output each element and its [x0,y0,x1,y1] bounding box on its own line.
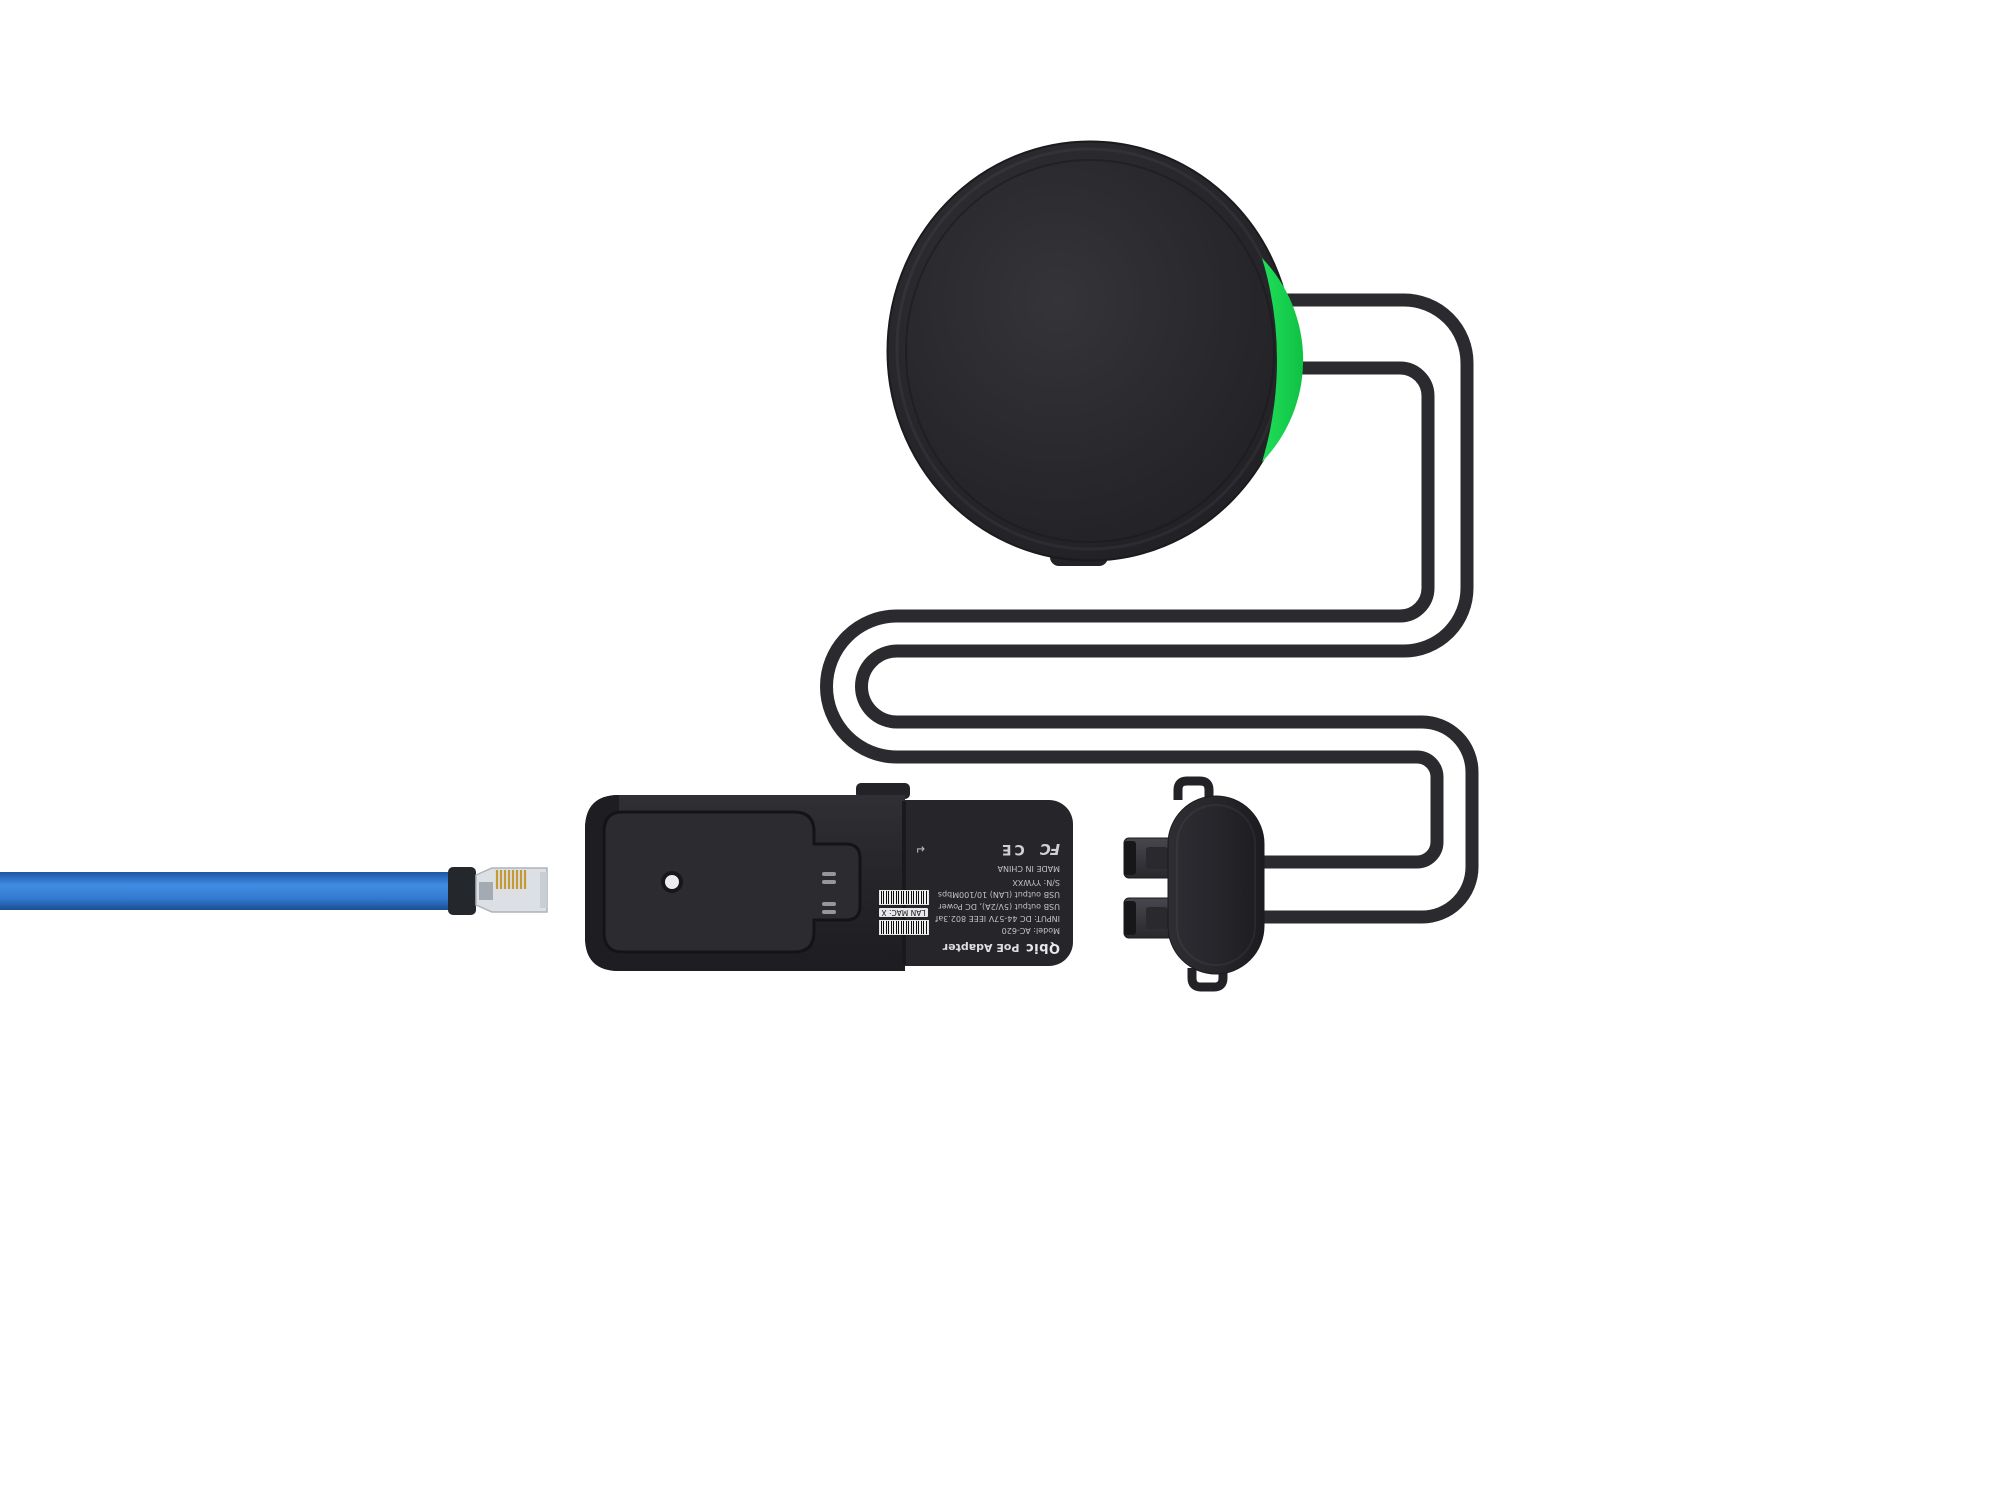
rj45-connector [475,867,548,913]
poe-adapter [585,783,1073,971]
port-cover-panel [602,810,862,954]
ce-mark-icon: CE [998,841,1025,857]
rj45-tip [540,872,547,908]
connector-bottom-hook [1187,968,1228,992]
fcc-mark-icon: FC [1040,840,1060,858]
connector-top-hook [1173,776,1214,800]
code-column: LAN MAC: X [879,877,930,935]
rj45-gold-pins [495,870,527,889]
connector-capsule-highlight [1176,804,1256,966]
cable-boot [448,867,476,915]
spec-usb-power: USB output (5V/2A), DC Power [938,902,1060,911]
indicator-hole [665,875,679,889]
spec-model: Model: AC-620 [1001,926,1060,935]
label-columns: Model: AC-620 INPUT: DC 44-57V IEEE 802.… [879,877,1060,935]
power-cable [820,293,1479,924]
puck-body [886,140,1294,562]
usb-plug-bottom [1123,897,1177,939]
adapter-right-block-edge [905,800,945,966]
adapter-right-block [905,800,1073,966]
spec-lines: Model: AC-620 INPUT: DC 44-57V IEEE 802.… [935,877,1060,935]
product-name: PoE Adapter [942,941,1020,954]
made-in: MADE IN CHINA [997,864,1060,873]
rj45-cable-core [479,882,493,900]
mac-barcode [879,920,930,935]
smart-device-puck [886,140,1304,566]
lan-mac-box: LAN MAC: X [879,908,928,917]
status-lens [1262,258,1304,462]
cable-strand-upper [855,293,1479,924]
spec-input: INPUT: DC 44-57V IEEE 802.3af [935,914,1060,923]
ethernet-cable-ribbon [0,872,460,910]
connector-capsule [1167,795,1265,975]
arrow-icon: ↵ [915,842,926,856]
usb-plug-top [1123,837,1177,879]
vent-marks [822,872,836,914]
spec-serial: S/N: YYWXX [1012,878,1060,887]
brand-row: Qbic PoE Adapter [915,940,1060,955]
certification-marks: FC CE ↵ [915,840,1060,858]
serial-barcode [879,890,930,905]
spec-usb-lan: USB output (LAN) 10/100Mbps [937,890,1060,899]
ethernet-cable [0,867,548,915]
puck-inner-ring [905,159,1275,543]
cable-strand-lower [820,361,1444,869]
brand-logo: Qbic [1025,940,1060,955]
adapter-spec-label: Qbic PoE Adapter Model: AC-620 INPUT: DC… [879,800,1073,966]
usb-connector-assembly [1123,776,1265,992]
